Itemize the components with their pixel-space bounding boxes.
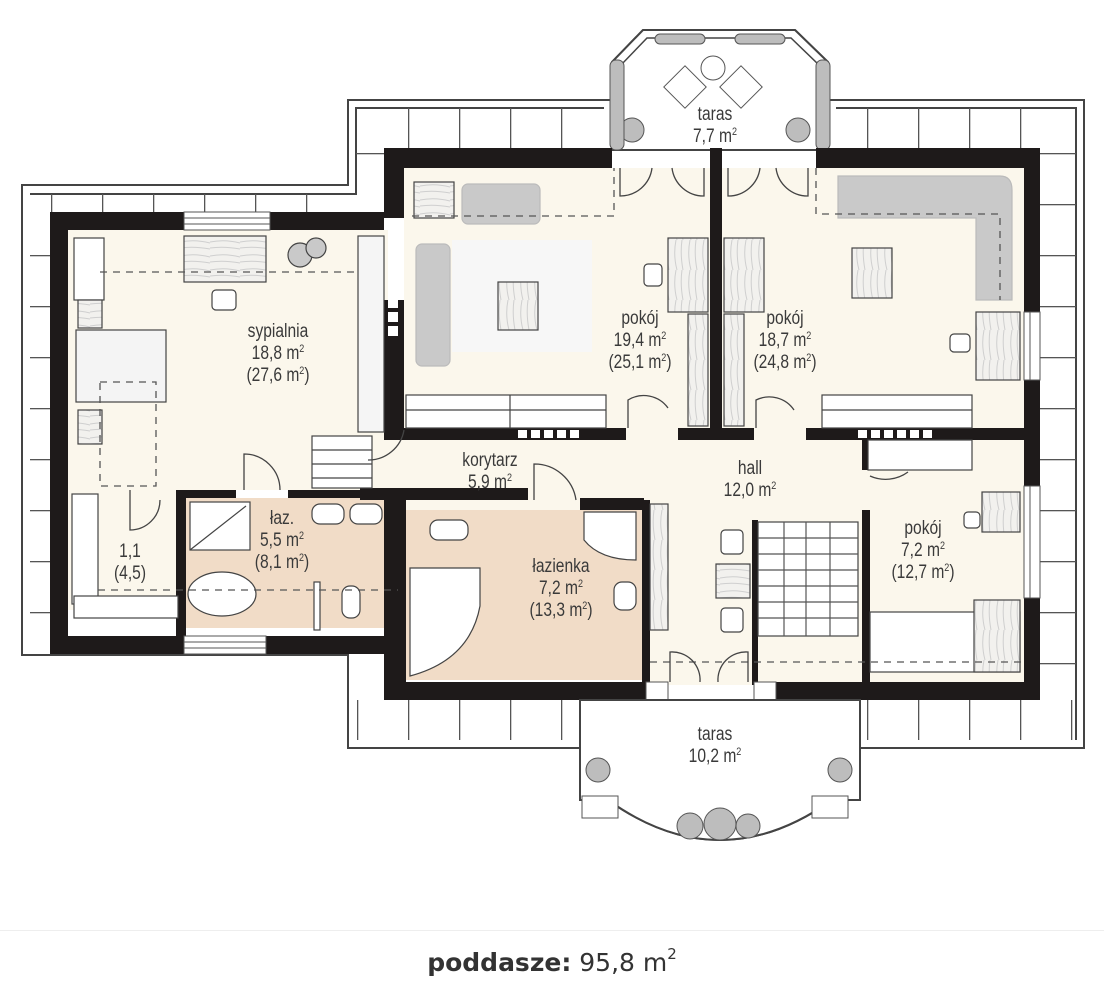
room-area: 19,4 m2 — [613, 330, 667, 351]
room-name: sypialnia — [247, 321, 309, 342]
room-area-total: (13,3 m2) — [529, 600, 593, 621]
room-area: 12,0 m2 — [723, 480, 777, 501]
room-label-bath-small: łaz. 5,5 m2 (8,1 m2) — [241, 508, 323, 574]
room-name: pokój — [904, 518, 942, 539]
room-area: 7,2 m2 — [901, 540, 945, 561]
furniture — [71, 175, 1021, 677]
room-name: 1,1 — [119, 541, 141, 562]
room-area: (4,5) — [113, 563, 147, 584]
room-area-total: (27,6 m2) — [246, 365, 310, 386]
room-label-hall: hall 12,0 m2 — [709, 458, 791, 502]
room-area-total: (8,1 m2) — [254, 552, 310, 573]
windows — [183, 211, 1041, 701]
floor-name: poddasze: — [427, 948, 572, 977]
room-label-bedroom: sypialnia 18,8 m2 (27,6 m2) — [229, 321, 327, 387]
room-label-terrace-top: taras 7,7 m2 — [670, 104, 760, 148]
room-area-total: (24,8 m2) — [753, 352, 817, 373]
room-area: 10,2 m2 — [688, 746, 742, 767]
room-label-terrace-bottom: taras 10,2 m2 — [670, 724, 760, 768]
room-name: pokój — [621, 308, 659, 329]
doors — [129, 167, 909, 683]
room-name: korytarz — [462, 450, 518, 471]
room-name: łaz. — [269, 508, 295, 529]
room-label-bathroom: łazienka 7,2 m2 (13,3 m2) — [516, 556, 606, 622]
dashed-lines — [98, 168, 1024, 663]
terrace-top-area — [609, 29, 831, 151]
room-area: 18,8 m2 — [251, 343, 305, 364]
room-area: 7,2 m2 — [539, 578, 583, 599]
room-name: taras — [697, 724, 733, 745]
room-name: łazienka — [532, 556, 590, 577]
floor-area-value: 95,8 m — [579, 948, 668, 977]
room-label-closet: 1,1 (4,5) — [105, 541, 154, 585]
ventilation-blocks — [388, 284, 932, 438]
room-label-room-2: pokój 18,7 m2 (24,8 m2) — [740, 308, 830, 374]
room-area: 5,5 m2 — [260, 530, 304, 551]
room-area-total: (12,7 m2) — [891, 562, 955, 583]
room-area: 18,7 m2 — [758, 330, 812, 351]
divider — [0, 930, 1104, 931]
floor-area-caption: poddasze: 95,8 m2 — [0, 945, 1104, 978]
walls — [50, 148, 1040, 700]
room-area-total: (25,1 m2) — [608, 352, 672, 373]
room-name: pokój — [766, 308, 804, 329]
room-name: taras — [697, 104, 733, 125]
room-label-room-3: pokój 7,2 m2 (12,7 m2) — [878, 518, 968, 584]
room-area: 7,7 m2 — [693, 126, 737, 147]
room-label-room-1: pokój 19,4 m2 (25,1 m2) — [595, 308, 685, 374]
room-label-corridor: korytarz 5,9 m2 — [449, 450, 531, 494]
floor-plan — [21, 29, 1085, 841]
room-area: 5,9 m2 — [468, 472, 512, 493]
floor-area-sup: 2 — [667, 945, 677, 963]
terrace-bottom-area — [579, 699, 861, 841]
room-name: hall — [737, 458, 763, 479]
